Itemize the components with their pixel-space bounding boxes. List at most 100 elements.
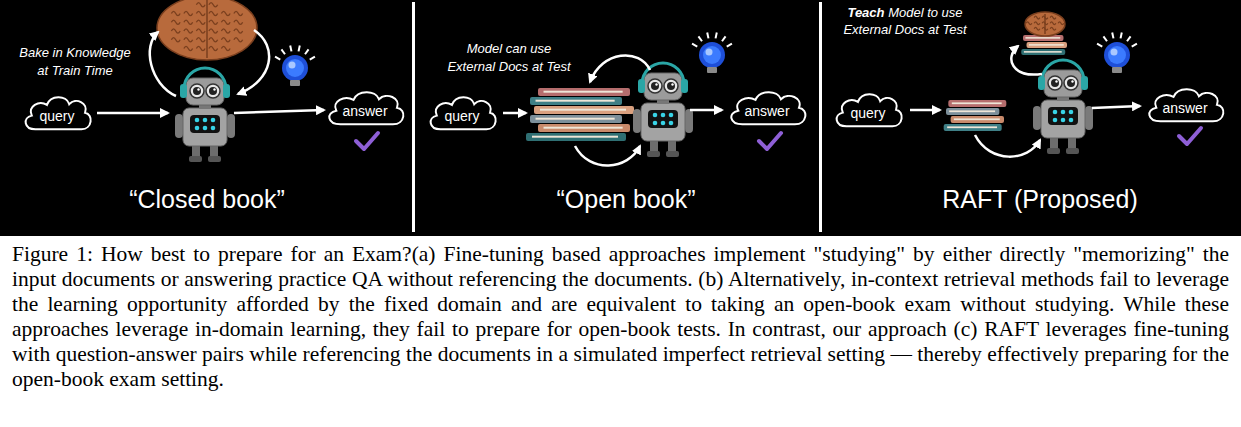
illustration-part [209,20,218,24]
illustration-part [1047,148,1060,154]
illustration-part [638,79,645,93]
illustration-part [221,46,230,50]
illustration-part [651,82,659,90]
illustration-part [1067,79,1075,87]
illustration-part [221,11,230,15]
illustration-part [1042,60,1084,81]
illustration-part [538,88,630,96]
illustration-part [530,115,622,123]
illustration-part [1024,51,1062,53]
illustration-part [193,87,201,95]
illustration-part [209,29,218,33]
illustration-part [190,84,204,98]
illustration-part [661,121,666,126]
illustration-part [209,46,218,50]
illustration-part [671,83,673,85]
illustration-part [1034,27,1040,30]
illustration-part [1055,80,1057,82]
cloud-node: query [426,92,498,135]
illustration-part [209,38,218,42]
illustration-part [1048,107,1078,125]
figure-caption: Figure 1: How best to prepare for an Exa… [12,242,1229,392]
illustration-part [310,57,315,60]
cloud-outline [731,92,805,124]
illustration-part [206,84,220,98]
illustration-part [722,36,726,41]
cloud-outline [837,94,902,126]
robot-figure [175,68,235,162]
illustration-part [299,46,300,52]
illustration-part [1081,76,1088,90]
illustration-part [305,49,309,54]
brain-figure [157,0,257,60]
illustration-part [196,38,205,42]
illustration-part [536,118,615,120]
check-mark [356,133,378,149]
illustration-part [1025,12,1065,36]
illustration-part [1111,49,1118,56]
cloud-text: query [444,108,479,125]
illustration-part [664,79,678,93]
illustration-part [648,110,678,128]
illustration-part [1121,33,1122,39]
illustration-part [1108,46,1126,64]
flow-arrow [238,30,269,94]
illustration-part [209,3,218,7]
brain-figure [1025,12,1065,36]
illustration-part [538,124,630,132]
illustration-part [1027,42,1067,48]
illustration-part [1033,106,1041,130]
cloud-node: answer [1144,84,1226,127]
illustration-part [1053,110,1058,115]
illustration-part [1044,14,1046,34]
illustration-part [196,11,205,15]
check-mark [759,133,781,149]
illustration-part [655,83,657,85]
illustration-part [208,156,221,162]
illustration-part [171,20,180,24]
cloud-text: query [39,108,74,125]
panel-note: TeachModel to use External Docs at Test [827,4,983,38]
illustration-part [209,11,218,15]
illustration-part [1061,110,1066,115]
panel-note: Model can use External Docs at Test [443,40,575,76]
illustration-part [223,84,230,98]
illustration-part [947,126,997,128]
cloud-text: answer [1162,100,1207,117]
illustration-part [1103,36,1107,41]
book-stack [944,100,1007,131]
illustration-part [1069,118,1074,123]
illustration-part [234,20,243,24]
cloud-node: query [832,89,904,132]
illustration-part [1069,110,1074,115]
illustration-part [196,3,205,7]
illustration-part [1038,76,1045,90]
illustration-part [530,97,622,105]
illustration-part [184,38,193,42]
illustration-part [196,29,205,33]
panel-title: RAFT (Proposed) [910,184,1170,214]
illustration-part [641,103,685,141]
flow-arrow [690,109,722,112]
illustration-part [282,55,308,81]
illustration-part [703,46,721,64]
illustration-part [1066,148,1079,154]
illustration-part [183,108,227,146]
illustration-part [290,80,300,86]
illustration-part [1064,76,1078,90]
illustration-part [190,115,220,133]
light-bulb [275,46,315,86]
illustration-part [706,49,713,56]
flow-arrow [575,146,640,166]
illustration-part [951,116,1004,123]
illustration-part [716,33,717,39]
illustration-part [196,46,205,50]
illustration-part [186,78,224,105]
illustration-part [197,88,199,90]
illustration-part [1025,37,1060,39]
illustration-part [544,127,623,129]
illustration-part [1053,118,1058,123]
illustration-part [1071,80,1073,82]
illustration-part [290,46,291,52]
illustration-part [213,88,215,90]
